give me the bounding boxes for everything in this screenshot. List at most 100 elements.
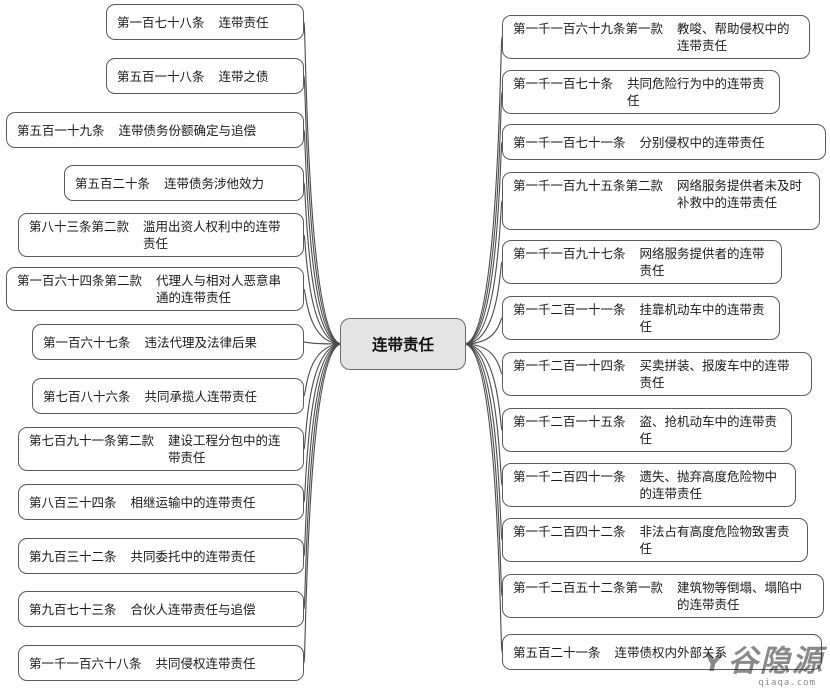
connector-line: [303, 288, 343, 345]
left-node-1[interactable]: 第一百七十八条 连带责任: [106, 4, 304, 40]
connector-line: [463, 343, 503, 375]
connector-line: [463, 36, 503, 345]
right-node-3[interactable]: 第一千一百七十一条 分别侵权中的连带责任: [502, 124, 826, 160]
article-name: 分别侵权中的连带责任: [639, 134, 765, 150]
right-node-11[interactable]: 第一千二百五十二条第一款 建筑物等倒塌、塌陷中的连带责任: [502, 574, 824, 618]
article-code: 第一千二百一十四条: [513, 358, 626, 373]
article-name: 共同侵权连带责任: [155, 655, 256, 671]
article-code: 第九百三十二条: [29, 548, 117, 564]
left-node-9[interactable]: 第七百九十一条第二款 建设工程分包中的连带责任: [18, 427, 304, 471]
article-code: 第一百七十八条: [117, 14, 205, 30]
article-name: 遗失、抛弃高度危险物中的连带责任: [639, 469, 778, 501]
article-code: 第一千二百四十一条: [513, 469, 626, 484]
connector-line: [303, 343, 343, 450]
left-node-12[interactable]: 第九百七十三条 合伙人连带责任与追偿: [18, 591, 304, 627]
article-name: 建设工程分包中的连带责任: [168, 433, 281, 465]
connector-line: [463, 343, 503, 597]
connector-line: [303, 343, 343, 557]
right-node-2[interactable]: 第一千一百七十条 共同危险行为中的连带责任: [502, 70, 780, 114]
article-code: 第一百六十四条第二款: [17, 273, 143, 288]
article-name: 建筑物等倒塌、塌陷中的连带责任: [677, 580, 803, 612]
right-node-6[interactable]: 第一千二百一十一条 挂靠机动车中的连带责任: [502, 296, 780, 340]
article-name: 网络服务提供者未及时补救中的连带责任: [677, 178, 803, 210]
center-topic[interactable]: 连带责任: [340, 318, 466, 370]
article-name: 连带债务份额确定与追偿: [118, 122, 257, 138]
article-code: 第九百七十三条: [29, 601, 117, 617]
article-code: 第一百六十七条: [43, 334, 131, 350]
right-node-8[interactable]: 第一千二百一十五条 盗、抢机动车中的连带责任: [502, 408, 792, 452]
article-name: 合伙人连带责任与追偿: [130, 601, 256, 617]
article-code: 第一千二百四十二条: [513, 524, 626, 539]
left-node-7[interactable]: 第一百六十七条 违法代理及法律后果: [32, 324, 304, 360]
article-code: 第一千一百六十八条: [29, 655, 142, 671]
connector-line: [303, 343, 343, 397]
article-name: 违法代理及法律后果: [144, 334, 258, 350]
article-name: 共同危险行为中的连带责任: [627, 76, 765, 108]
connector-line: [463, 200, 503, 345]
article-name: 连带责任: [218, 14, 269, 30]
connector-line: [463, 261, 503, 345]
left-node-3[interactable]: 第五百一十九条 连带债务份额确定与追偿: [6, 112, 304, 148]
article-code: 第八十三条第二款: [29, 219, 130, 234]
article-name: 共同承揽人连带责任: [144, 388, 258, 404]
article-name: 挂靠机动车中的连带责任: [639, 302, 765, 334]
article-code: 第五百一十八条: [117, 68, 205, 84]
connector-line: [463, 141, 503, 345]
article-name: 连带债务涉他效力: [164, 175, 265, 191]
connector-line: [303, 343, 343, 664]
connector-line: [303, 182, 343, 345]
right-node-10[interactable]: 第一千二百四十二条 非法占有高度危险物致害责任: [502, 518, 808, 562]
article-code: 第一千一百九十七条: [513, 246, 626, 261]
right-node-12[interactable]: 第五百二十一条 连带债权内外部关系: [502, 634, 822, 670]
site-watermark: ʏ谷隐源 qiaqa.com: [680, 636, 828, 688]
article-name: 滥用出资人权利中的连带责任: [143, 219, 281, 251]
left-node-6[interactable]: 第一百六十四条第二款 代理人与相对人恶意串通的连带责任: [6, 267, 304, 311]
connector-line: [303, 129, 343, 345]
article-name: 盗、抢机动车中的连带责任: [639, 414, 778, 446]
left-node-11[interactable]: 第九百三十二条 共同委托中的连带责任: [18, 538, 304, 574]
article-name: 连带债权内外部关系: [614, 644, 728, 660]
watermark-url: qiaqa.com: [758, 678, 816, 688]
right-node-5[interactable]: 第一千一百九十七条 网络服务提供者的连带责任: [502, 240, 782, 284]
article-name: 教唆、帮助侵权中的连带责任: [677, 21, 790, 53]
article-code: 第一千一百九十五条第二款: [513, 178, 664, 193]
connector-line: [463, 343, 503, 486]
right-node-1[interactable]: 第一千一百六十九条第一款 教唆、帮助侵权中的连带责任: [502, 15, 810, 59]
article-code: 第一千一百六十九条第一款: [513, 21, 664, 36]
article-name: 共同委托中的连带责任: [130, 548, 256, 564]
connector-line: [303, 343, 343, 503]
article-code: 第七百八十六条: [43, 388, 131, 404]
article-code: 第五百一十九条: [17, 122, 105, 138]
left-node-4[interactable]: 第五百二十条 连带债务涉他效力: [64, 165, 304, 201]
article-name: 连带之债: [218, 68, 269, 84]
article-code: 第八百三十四条: [29, 494, 117, 510]
article-code: 第五百二十条: [75, 175, 151, 191]
connector-line: [303, 21, 343, 345]
connector-line: [463, 343, 503, 431]
watermark-logo: ʏ谷隐源: [704, 644, 824, 679]
article-code: 第一千二百一十一条: [513, 302, 626, 317]
left-node-10[interactable]: 第八百三十四条 相继运输中的连带责任: [18, 484, 304, 520]
left-node-8[interactable]: 第七百八十六条 共同承揽人连带责任: [32, 378, 304, 414]
connector-line: [303, 341, 343, 345]
article-code: 第五百二十一条: [513, 644, 601, 660]
right-node-4[interactable]: 第一千一百九十五条第二款 网络服务提供者未及时补救中的连带责任: [502, 172, 820, 230]
left-node-13[interactable]: 第一千一百六十八条 共同侵权连带责任: [18, 645, 304, 681]
connector-line: [463, 91, 503, 345]
article-name: 相继运输中的连带责任: [130, 494, 256, 510]
connector-line: [463, 343, 503, 653]
article-code: 第七百九十一条第二款: [29, 433, 155, 448]
right-node-9[interactable]: 第一千二百四十一条 遗失、抛弃高度危险物中的连带责任: [502, 463, 796, 507]
center-topic-label: 连带责任: [371, 336, 434, 354]
connector-line: [463, 317, 503, 345]
right-node-7[interactable]: 第一千二百一十四条 买卖拼装、报废车中的连带责任: [502, 352, 812, 396]
connector-line: [303, 343, 343, 610]
left-node-2[interactable]: 第五百一十八条 连带之债: [106, 58, 304, 94]
article-name: 代理人与相对人恶意串通的连带责任: [156, 273, 282, 305]
article-code: 第一千二百五十二条第一款: [513, 580, 664, 595]
article-code: 第一千一百七十一条: [513, 134, 626, 150]
article-name: 非法占有高度危险物致害责任: [639, 524, 790, 556]
connector-line: [463, 343, 503, 541]
left-node-5[interactable]: 第八十三条第二款 滥用出资人权利中的连带责任: [18, 213, 304, 257]
